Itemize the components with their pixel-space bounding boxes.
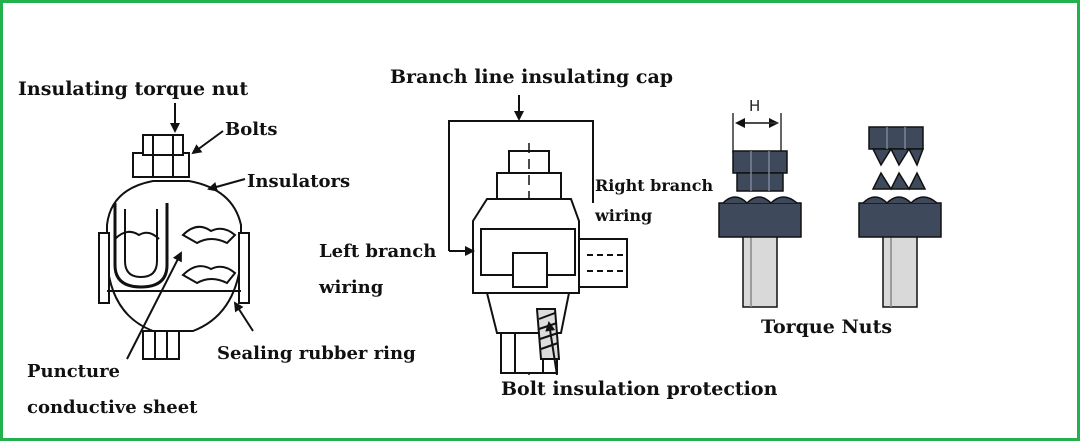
torque-nut-assembled	[718, 150, 802, 308]
label-right-branch-line2: wiring	[594, 206, 652, 225]
connector-body	[106, 180, 242, 332]
label-left-branch-line2: wiring	[318, 277, 384, 298]
torque-nut-sheared	[858, 126, 942, 308]
middle-connector-drawing	[448, 120, 628, 375]
nut-head-2	[868, 126, 924, 150]
label-bolts: Bolts	[225, 119, 278, 140]
bolt-shaft-1	[742, 234, 778, 308]
left-leader-lines	[126, 103, 254, 360]
nut-teeth-upper	[871, 147, 925, 167]
connector-diagram: Insulating torque nut Bolts Insulators P…	[18, 66, 942, 418]
left-connector-drawing	[98, 134, 250, 360]
label-sealing-rubber-ring: Sealing rubber ring	[217, 343, 416, 364]
label-branch-line-insulating-cap: Branch line insulating cap	[390, 66, 673, 88]
nut-base-1	[718, 202, 802, 238]
nut-teeth-lower	[871, 171, 927, 191]
label-left-branch-line1: Left branch	[319, 241, 436, 262]
label-insulators: Insulators	[247, 171, 350, 192]
torque-nut-shape	[132, 152, 190, 178]
torque-nut-head	[142, 134, 184, 156]
nut-base-2	[858, 202, 942, 238]
label-bolt-insulation-protection: Bolt insulation protection	[501, 378, 778, 400]
nut-head-1	[732, 150, 788, 174]
bottom-bolt-shape	[142, 330, 180, 360]
label-insulating-torque-nut: Insulating torque nut	[18, 78, 248, 100]
label-puncture-line1: Puncture	[27, 361, 120, 382]
insulating-cap-bracket	[448, 120, 594, 251]
label-dimension-h: H	[749, 97, 760, 115]
puncture-sheet-shape	[113, 203, 169, 289]
label-puncture-line2: conductive sheet	[27, 397, 198, 418]
label-right-branch-line1: Right branch	[595, 176, 714, 195]
bolt-shaft-2	[882, 234, 918, 308]
label-torque-nuts: Torque Nuts	[761, 316, 892, 338]
middle-leader-lines	[449, 95, 558, 376]
right-branch-stub	[578, 238, 628, 288]
dimension-h-marker	[732, 113, 782, 153]
